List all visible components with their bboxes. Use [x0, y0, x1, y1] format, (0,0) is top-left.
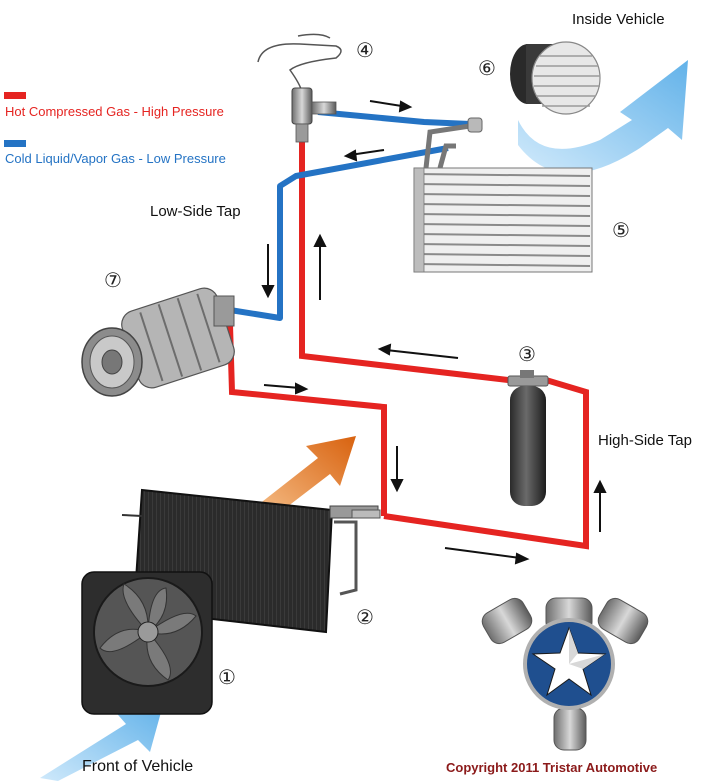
- airflow-front-arrow: [40, 694, 166, 781]
- airflow-hot-arrow: [258, 436, 356, 520]
- blower-motor: [510, 41, 601, 115]
- cold-line-evaporator-to-compressor: [229, 145, 449, 321]
- legend-cold-swatch: [4, 140, 26, 147]
- receiver-drier-number: ③: [518, 344, 536, 366]
- front-of-vehicle-label: Front of Vehicle: [82, 758, 194, 775]
- receiver-drier: [507, 370, 549, 506]
- blower-number: ⑥: [478, 58, 496, 80]
- evaporator-number: ⑤: [612, 220, 630, 242]
- fan-number: ①: [218, 667, 236, 689]
- airflow-inside-arrow: [518, 60, 688, 174]
- high-side-tap-label: High-Side Tap: [598, 432, 692, 449]
- radiator-fan: [81, 571, 213, 715]
- legend-cold-label: Cold Liquid/Vapor Gas - Low Pressure: [5, 151, 226, 166]
- tristar-logo: [481, 597, 649, 751]
- inside-vehicle-label: Inside Vehicle: [572, 11, 665, 28]
- expansion-valve-number: ④: [356, 40, 374, 62]
- legend-hot-label: Hot Compressed Gas - High Pressure: [5, 104, 224, 119]
- copyright-text: Copyright 2011 Tristar Automotive: [446, 760, 658, 775]
- evaporator: [413, 117, 593, 273]
- hot-line-condenser-to-drier: [383, 377, 589, 550]
- compressor-number: ⑦: [104, 270, 122, 292]
- low-side-tap-label: Low-Side Tap: [150, 203, 241, 220]
- legend-hot-swatch: [4, 92, 26, 99]
- condenser-number: ②: [356, 607, 374, 629]
- cold-line-valve-to-evaporator: [317, 109, 471, 127]
- flow-arrows: [261, 100, 607, 565]
- expansion-valve: [257, 33, 342, 143]
- compressor: [81, 287, 235, 397]
- hot-line-drier-to-valve: [299, 122, 509, 383]
